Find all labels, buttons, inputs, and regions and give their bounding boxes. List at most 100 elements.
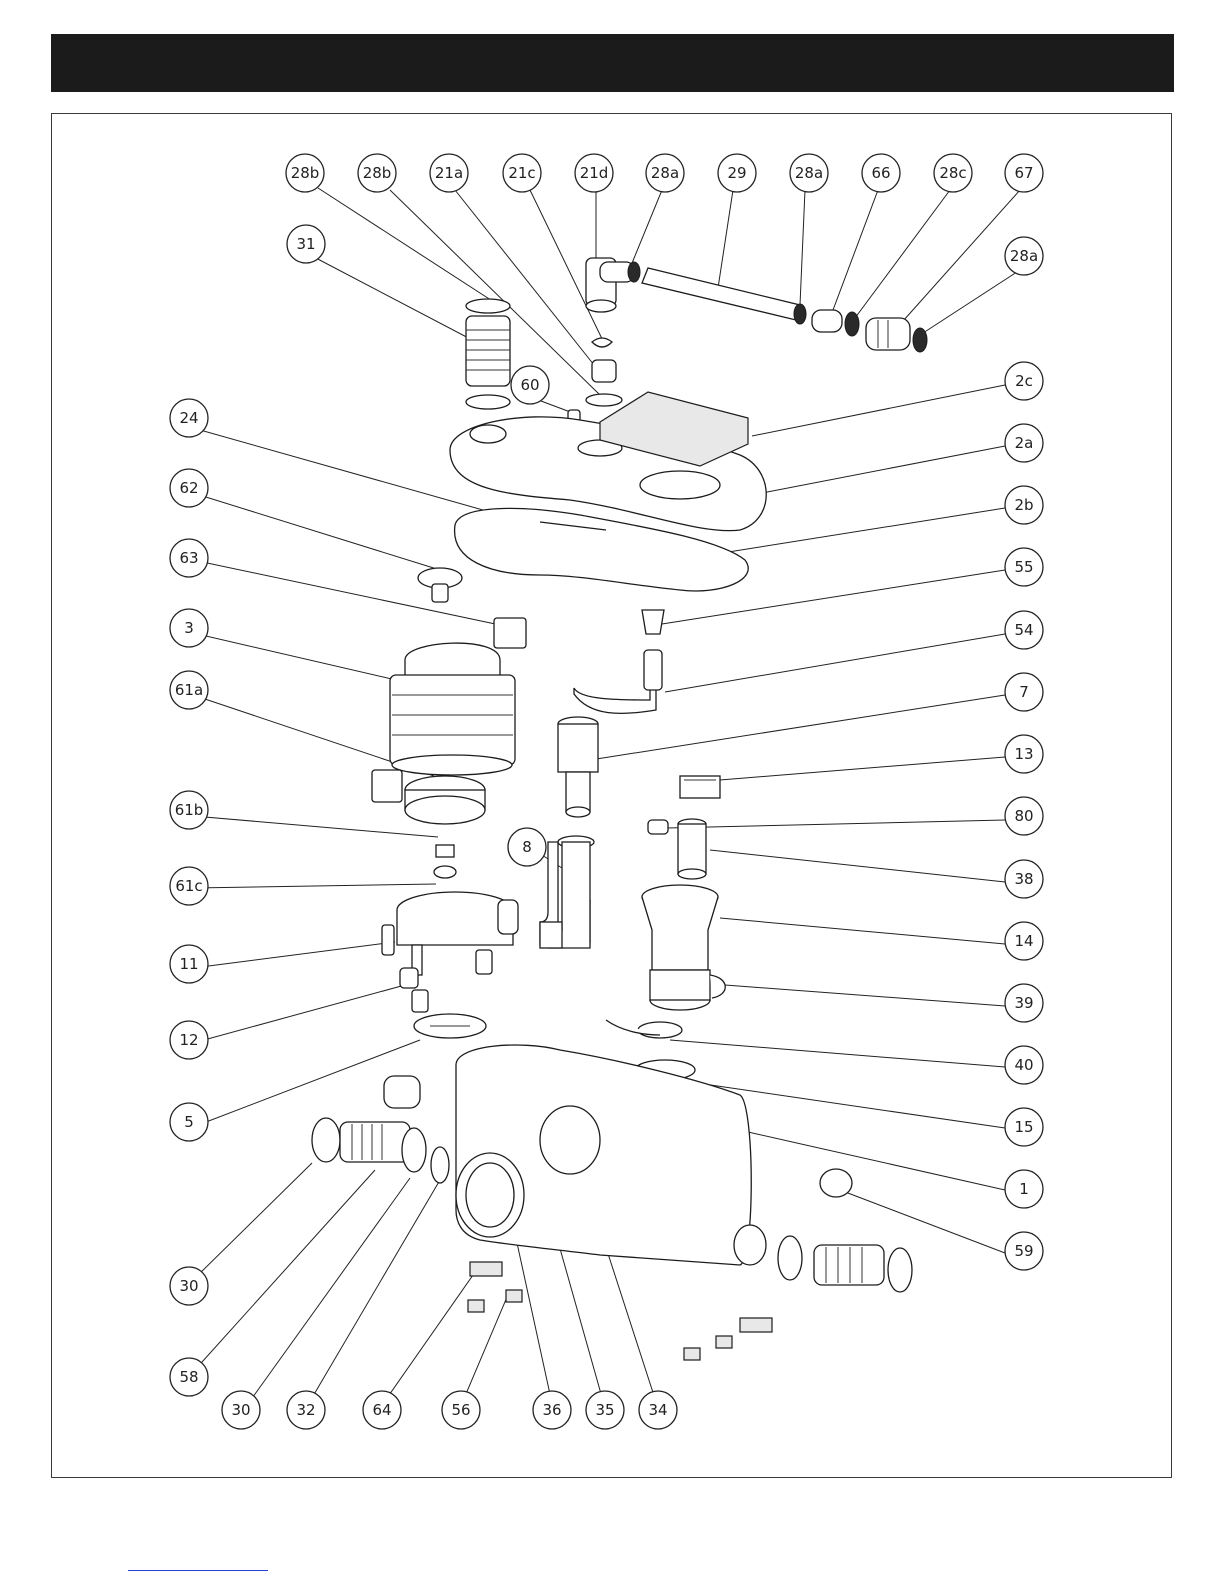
leader-61c <box>193 884 436 888</box>
callout-2c: 2c <box>1005 362 1043 400</box>
callout-80: 80 <box>1005 797 1043 835</box>
callout-61c: 61c <box>170 867 208 905</box>
callout-28b: 28b <box>358 154 396 192</box>
callout-15: 15 <box>1005 1108 1043 1146</box>
foot <box>716 1336 732 1348</box>
footer-link-underline[interactable] <box>128 1570 268 1571</box>
svg-text:21c: 21c <box>508 164 535 182</box>
svg-text:61c: 61c <box>175 877 202 895</box>
hose-31 <box>466 299 510 409</box>
svg-text:15: 15 <box>1014 1118 1033 1136</box>
callout-28a: 28a <box>790 154 828 192</box>
clamp-28a-2 <box>794 304 806 324</box>
svg-text:8: 8 <box>522 838 532 856</box>
callout-3: 3 <box>170 609 208 647</box>
leader-61b <box>193 816 438 837</box>
callout-40: 40 <box>1005 1046 1043 1084</box>
leader-29 <box>718 190 733 288</box>
tank-1 <box>456 1045 766 1265</box>
foot-64 <box>470 1262 502 1276</box>
callout-1: 1 <box>1005 1170 1043 1208</box>
callout-30: 30 <box>170 1267 208 1305</box>
leader-38 <box>710 850 1005 882</box>
leader-28a-3 <box>920 270 1020 335</box>
svg-text:63: 63 <box>179 549 198 567</box>
leader-32 <box>306 1180 440 1408</box>
svg-text:2b: 2b <box>1014 496 1033 514</box>
svg-text:35: 35 <box>595 1401 614 1419</box>
switch-80 <box>648 820 668 834</box>
svg-text:5: 5 <box>184 1113 194 1131</box>
callout-7: 7 <box>1005 673 1043 711</box>
leader-28c <box>855 190 950 318</box>
leader-59 <box>840 1190 1005 1253</box>
callout-56: 56 <box>442 1391 480 1429</box>
leader-62 <box>193 493 440 570</box>
svg-text:12: 12 <box>179 1031 198 1049</box>
svg-text:2a: 2a <box>1015 434 1034 452</box>
svg-text:30: 30 <box>231 1401 250 1419</box>
cap-55 <box>642 610 664 634</box>
callout-21c: 21c <box>503 154 541 192</box>
svg-text:24: 24 <box>179 409 198 427</box>
svg-text:40: 40 <box>1014 1056 1033 1074</box>
svg-text:67: 67 <box>1014 164 1033 182</box>
svg-text:11: 11 <box>179 955 198 973</box>
leader-12 <box>193 985 405 1043</box>
svg-text:64: 64 <box>372 1401 391 1419</box>
callout-63: 63 <box>170 539 208 577</box>
callout-29: 29 <box>718 154 756 192</box>
clamp-28c <box>845 312 859 336</box>
leader-11 <box>193 942 395 968</box>
svg-text:80: 80 <box>1014 807 1033 825</box>
callout-31: 31 <box>287 225 325 263</box>
plug-32 <box>431 1147 449 1183</box>
callout-13: 13 <box>1005 735 1043 773</box>
svg-text:55: 55 <box>1014 558 1033 576</box>
leader-80 <box>667 820 1005 828</box>
clip-61b <box>436 845 454 857</box>
callout-61a: 61a <box>170 671 208 709</box>
svg-text:36: 36 <box>542 1401 561 1419</box>
parts <box>312 258 927 1360</box>
callout-21d: 21d <box>575 154 613 192</box>
callout-24: 24 <box>170 399 208 437</box>
callout-34: 34 <box>639 1391 677 1429</box>
leader-1 <box>748 1132 1005 1190</box>
bushing-12 <box>400 968 418 988</box>
svg-text:28c: 28c <box>939 164 966 182</box>
svg-text:32: 32 <box>296 1401 315 1419</box>
leader-28b-a <box>318 188 497 304</box>
callout-30: 30 <box>222 1391 260 1429</box>
capacitor <box>372 770 402 802</box>
foot <box>468 1300 484 1312</box>
leader-39 <box>725 985 1005 1006</box>
leader-64 <box>380 1265 480 1408</box>
leader-14 <box>720 918 1005 944</box>
leader-2b <box>722 508 1005 553</box>
callout-35: 35 <box>586 1391 624 1429</box>
svg-text:3: 3 <box>184 619 194 637</box>
coupling-left <box>312 1118 426 1172</box>
small-fittings-21 <box>586 338 622 406</box>
callout-2a: 2a <box>1005 424 1043 462</box>
leader-67 <box>895 190 1020 330</box>
leader-66 <box>830 190 878 318</box>
svg-text:30: 30 <box>179 1277 198 1295</box>
washer-61c <box>434 866 456 878</box>
callout-59: 59 <box>1005 1232 1043 1270</box>
elbow-21d <box>586 258 634 312</box>
callout-5: 5 <box>170 1103 208 1141</box>
svg-text:28a: 28a <box>651 164 679 182</box>
svg-text:1: 1 <box>1019 1180 1029 1198</box>
callout-12: 12 <box>170 1021 208 1059</box>
svg-text:21a: 21a <box>435 164 463 182</box>
block-63 <box>494 618 526 648</box>
svg-text:38: 38 <box>1014 870 1033 888</box>
svg-text:59: 59 <box>1014 1242 1033 1260</box>
svg-text:2c: 2c <box>1015 372 1033 390</box>
impeller-5 <box>414 1014 486 1038</box>
clamp-28a-1 <box>628 262 640 282</box>
svg-text:28a: 28a <box>1010 247 1038 265</box>
